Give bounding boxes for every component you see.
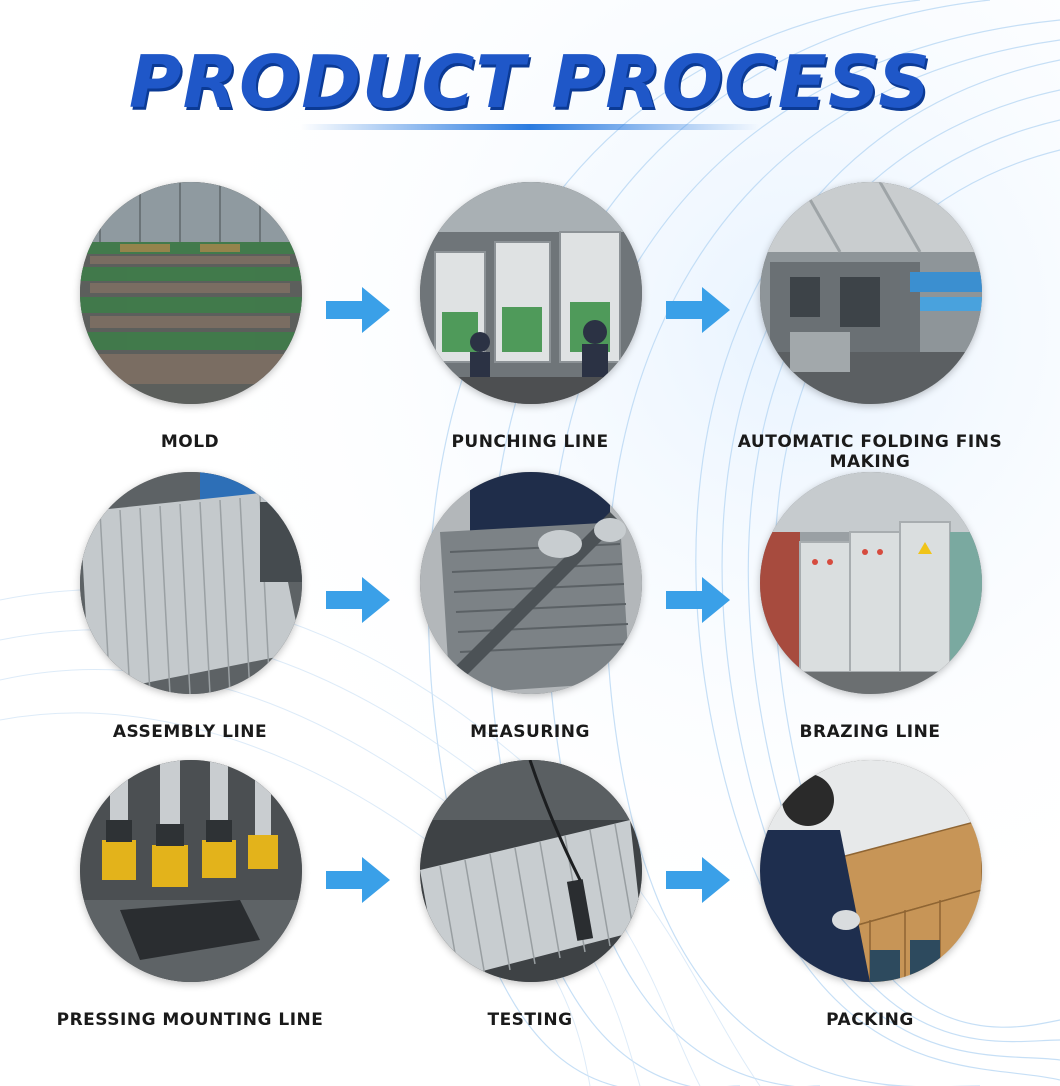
step-label: BRAZING LINE [799, 722, 941, 742]
step-punching-line: PUNCHING LINE [360, 182, 700, 452]
step-label: MOLD [160, 432, 220, 452]
step-label: PUNCHING LINE [451, 432, 609, 452]
folding-fins-photo [760, 182, 982, 404]
assembly-line-photo [80, 472, 302, 694]
step-label: PACKING [826, 1010, 914, 1030]
right-arrow-icon [326, 577, 390, 623]
step-label: PRESSING MOUNTING LINE [56, 1010, 324, 1030]
step-mold: MOLD [20, 182, 360, 452]
testing-photo [420, 760, 642, 982]
right-arrow-icon [666, 287, 730, 333]
step-pressing-mounting-line: PRESSING MOUNTING LINE [20, 760, 360, 1030]
punching-line-photo [420, 182, 642, 404]
right-arrow-icon [666, 577, 730, 623]
step-label: ASSEMBLY LINE [112, 722, 268, 742]
packing-photo [760, 760, 982, 982]
mold-photo [80, 182, 302, 404]
right-arrow-icon [666, 857, 730, 903]
pressing-mounting-photo [80, 760, 302, 982]
step-label: TESTING [487, 1010, 573, 1030]
title-underline [300, 124, 760, 130]
step-assembly-line: ASSEMBLY LINE [20, 472, 360, 742]
step-packing: PACKING [700, 760, 1040, 1030]
measuring-photo [420, 472, 642, 694]
step-label: AUTOMATIC FOLDING FINS MAKING [737, 432, 1003, 472]
step-brazing-line: BRAZING LINE [700, 472, 1040, 742]
step-measuring: MEASURING [360, 472, 700, 742]
page-title: PRODUCT PROCESS [128, 40, 932, 124]
right-arrow-icon [326, 287, 390, 333]
brazing-line-photo [760, 472, 982, 694]
step-label: MEASURING [470, 722, 590, 742]
step-testing: TESTING [360, 760, 700, 1030]
step-automatic-folding-fins-making: AUTOMATIC FOLDING FINS MAKING [700, 182, 1040, 472]
right-arrow-icon [326, 857, 390, 903]
